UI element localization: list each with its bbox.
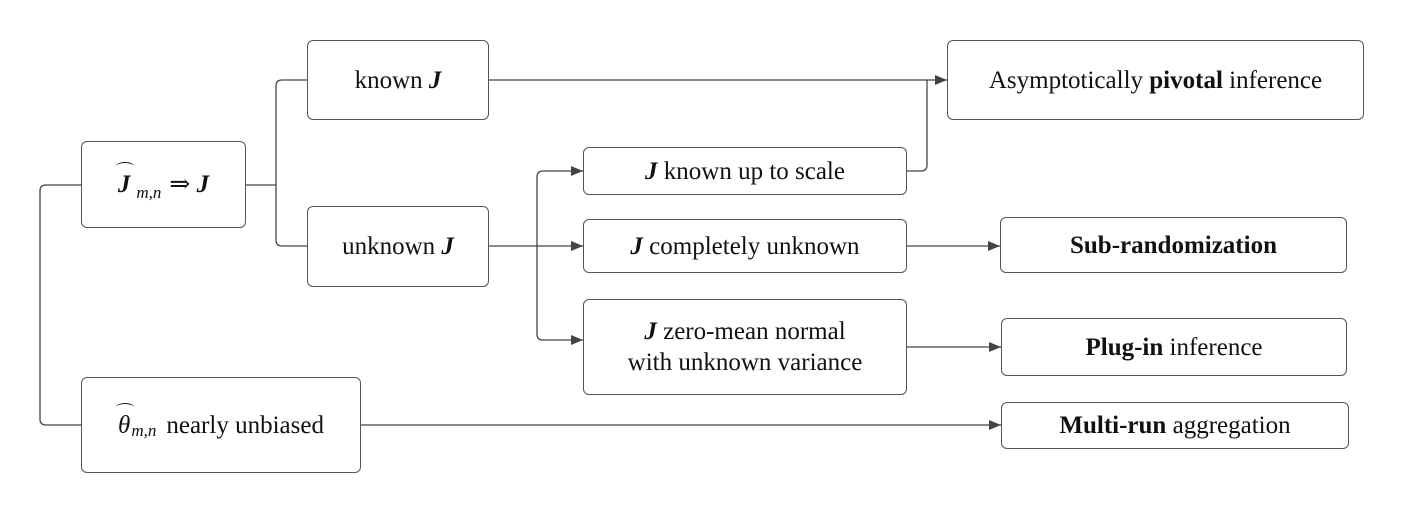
- edge-scale-pivotal: [907, 80, 928, 172]
- label-line2: with unknown variance: [627, 349, 863, 376]
- label-bold: pivotal: [1149, 66, 1223, 94]
- label-post: inference: [1229, 66, 1323, 94]
- label-post: inference: [1169, 333, 1263, 361]
- label: known up to scale: [663, 157, 845, 185]
- symbol-j: J: [630, 232, 643, 260]
- label: known: [354, 66, 423, 94]
- symbol-j: J: [428, 66, 442, 94]
- label: nearly unbiased: [166, 411, 324, 439]
- label: unknown: [342, 233, 436, 260]
- symbol-j-hat: J: [115, 162, 134, 198]
- subscript: m,n: [136, 183, 162, 202]
- edge-root-known: [246, 79, 307, 186]
- node-sub-randomization: Sub-randomization: [1000, 217, 1347, 273]
- node-known-j: known J: [307, 40, 489, 120]
- symbol-j: J: [196, 171, 210, 198]
- node-plug-in-inference: Plug-in inference: [1001, 318, 1347, 376]
- symbol-j: J: [441, 233, 454, 260]
- label-pre: Asymptotically: [988, 66, 1144, 94]
- node-known-up-to-scale: J known up to scale: [583, 147, 907, 195]
- node-multi-run-aggregation: Multi-run aggregation: [1001, 402, 1349, 449]
- label: completely unknown: [649, 232, 860, 260]
- label-bold: Multi-run: [1059, 412, 1167, 439]
- node-zero-mean-normal: J zero-mean normal with unknown variance: [583, 299, 907, 395]
- symbol-theta-hat: θ: [116, 402, 135, 439]
- edge-unknown-scale: [536, 166, 583, 246]
- edge-root-theta: [39, 184, 81, 426]
- label-post: aggregation: [1172, 412, 1291, 439]
- label-bold: Plug-in: [1085, 333, 1164, 361]
- node-completely-unknown: J completely unknown: [583, 219, 907, 273]
- implies-arrow: ⇒: [169, 171, 191, 198]
- label-bold: Sub-randomization: [1070, 231, 1277, 259]
- node-unknown-j: unknown J: [307, 206, 489, 287]
- subscript: m,n: [131, 420, 157, 440]
- edge-unknown-zero-mean: [536, 246, 583, 345]
- edge-root-unknown: [275, 185, 307, 247]
- label-line1: zero-mean normal: [663, 318, 846, 345]
- node-pivotal-inference: Asymptotically pivotal inference: [947, 40, 1364, 120]
- symbol-j: J: [644, 318, 657, 345]
- symbol-j: J: [645, 157, 658, 185]
